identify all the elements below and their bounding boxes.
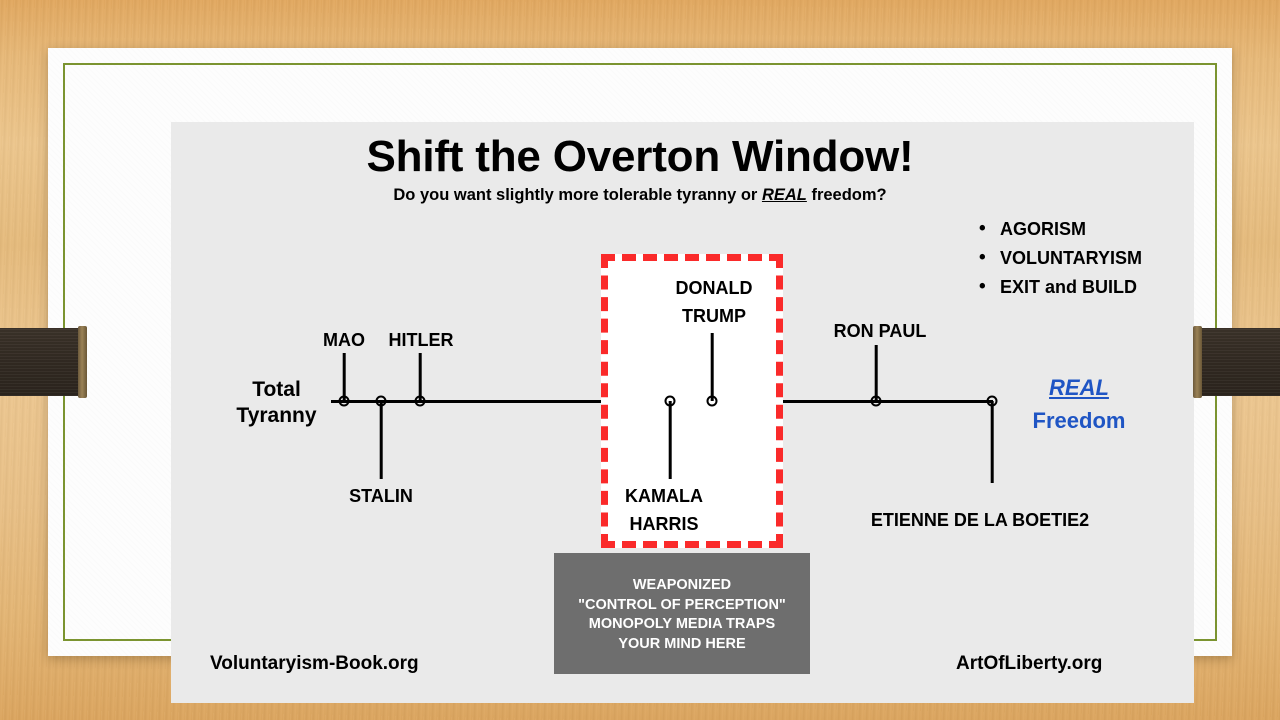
right-strap-decoration [1202, 328, 1280, 396]
spectrum-left-label: Total Tyranny [224, 377, 329, 429]
page-title: Shift the Overton Window! [366, 132, 914, 181]
spectrum-label-mao: MAO [323, 330, 365, 350]
subtitle-text-before: Do you want slightly more tolerable tyra… [393, 186, 762, 204]
spectrum-node-donald-trump [706, 395, 718, 407]
presentation-slide: Shift the Overton Window! Do you want sl… [48, 48, 1232, 703]
spectrum-right-label: REAL Freedom [1020, 371, 1138, 437]
solutions-bullet-list: AGORISM VOLUNTARYISM EXIT and BUILD [976, 214, 1142, 302]
list-item: AGORISM [976, 214, 1142, 244]
spectrum-node-stalin [375, 395, 387, 407]
spectrum-node-mao [338, 395, 350, 407]
spectrum-node-etienne-de-la-boetie2 [986, 395, 998, 407]
list-item: VOLUNTARYISM [976, 243, 1142, 273]
tyranny-label-line2: Tyranny [236, 404, 317, 427]
spectrum-node-kamala-harris [664, 395, 676, 407]
freedom-label-real: REAL [1049, 375, 1109, 400]
spectrum-label-kamala-harris: KAMALA HARRIS [604, 482, 724, 538]
freedom-label-freedom: Freedom [1032, 408, 1126, 433]
spectrum-label-stalin: STALIN [349, 486, 413, 506]
list-item: EXIT and BUILD [976, 272, 1142, 302]
caption-line1: WEAPONIZED [632, 577, 732, 593]
spectrum-stem-mao [342, 353, 346, 401]
subtitle-text-after: freedom? [806, 186, 887, 204]
left-strap-cap [78, 326, 87, 398]
caption-line2: "CONTROL OF PERCEPTION" [578, 596, 786, 613]
kamala-harris-line2: HARRIS [629, 514, 699, 534]
kamala-harris-line1: KAMALA [625, 486, 703, 506]
spectrum-stem-donald-trump [710, 333, 714, 401]
spectrum-label-etienne-de-la-boetie2: ETIENNE DE LA BOETIE2 [870, 510, 1090, 530]
bullet-label-voluntaryism: VOLUNTARYISM [1000, 248, 1142, 268]
donald-trump-line1: DONALD [675, 278, 753, 298]
spectrum-stem-etienne-de-la-boetie2 [990, 401, 994, 483]
bullet-label-exit-and-build: EXIT and BUILD [1000, 277, 1138, 297]
left-strap-decoration [0, 328, 78, 396]
caption-line4: YOUR MIND HERE [618, 635, 746, 652]
footer-link-art-of-liberty[interactable]: ArtOfLiberty.org [956, 653, 1103, 674]
overton-window-highlight-box [601, 254, 783, 548]
subtitle-emphasis-real: REAL [761, 186, 807, 204]
spectrum-stem-kamala-harris [668, 401, 672, 479]
spectrum-label-donald-trump: DONALD TRUMP [649, 274, 779, 330]
spectrum-stem-stalin [379, 401, 383, 479]
caption-line3: MONOPOLY MEDIA TRAPS [588, 616, 776, 632]
spectrum-stem-hitler [418, 353, 422, 401]
spectrum-label-ron-paul: RON PAUL [833, 321, 927, 341]
right-strap-cap [1193, 326, 1202, 398]
media-trap-caption-box: WEAPONIZED "CONTROL OF PERCEPTION" MONOP… [554, 553, 810, 674]
donald-trump-line2: TRUMP [682, 306, 746, 326]
page-subtitle: Do you want slightly more tolerable tyra… [48, 186, 1232, 205]
spectrum-label-hitler: HITLER [388, 330, 454, 350]
tyranny-label-line1: Total [252, 378, 301, 401]
footer-link-voluntaryism-book[interactable]: Voluntaryism-Book.org [210, 653, 419, 674]
spectrum-node-ron-paul [870, 395, 882, 407]
spectrum-stem-ron-paul [874, 345, 878, 401]
bullet-label-agorism: AGORISM [1000, 219, 1087, 239]
spectrum-node-hitler [414, 395, 426, 407]
